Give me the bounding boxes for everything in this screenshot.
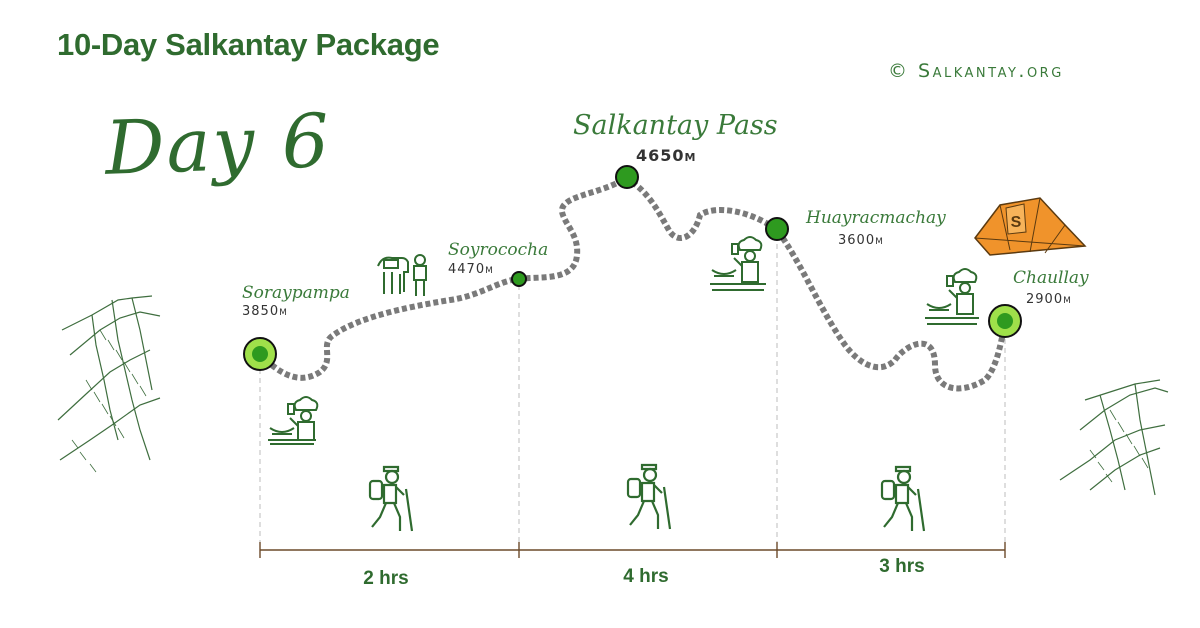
- chef-icon-chaullay: [925, 268, 979, 325]
- waypoint-label-huayracmachay: Huayracmachay: [806, 208, 946, 228]
- time-axis: [259, 542, 1006, 558]
- page-title: 10-Day Salkantay Package: [57, 27, 440, 62]
- trail-path: [257, 174, 1008, 392]
- hiker-icon-1: [368, 465, 414, 532]
- waypoint-elevation-salkantay-pass: 4650m: [636, 146, 697, 165]
- salkantay-logo-icon: S: [974, 197, 1087, 256]
- waypoint-label-soyrococha: Soyrococha: [448, 240, 549, 260]
- logo-letter: S: [1011, 214, 1022, 231]
- waypoint-elevation-huayracmachay: 3600m: [838, 233, 884, 248]
- waypoint-node-chaullay: [988, 304, 1022, 338]
- waypoint-node-huayracmachay: [765, 217, 789, 241]
- waypoint-elevation-soyrococha: 4470m: [448, 262, 494, 277]
- waypoint-node-soyrococha: [511, 271, 527, 287]
- segment-duration-3: 3 hrs: [879, 556, 925, 577]
- waypoint-label-chaullay: Chaullay: [1013, 268, 1089, 288]
- hiker-icon-2: [626, 463, 672, 530]
- waypoint-label-salkantay-pass: Salkantay Pass: [573, 110, 778, 141]
- waypoint-elevation-chaullay: 2900m: [1026, 292, 1072, 307]
- mountain-sketch-icon-right: [1059, 379, 1169, 496]
- segment-duration-2: 4 hrs: [623, 566, 669, 587]
- segment-duration-1: 2 hrs: [363, 568, 409, 589]
- segment-guides: [259, 235, 1006, 545]
- waypoint-label-soraypampa: Soraypampa: [242, 283, 350, 303]
- horse-muleteer-icon: [377, 254, 427, 296]
- mountain-sketch-icon-left: [57, 295, 161, 473]
- waypoint-node-soraypampa: [243, 337, 277, 371]
- hiker-icon-3: [880, 465, 926, 532]
- camp-cook-icon: [710, 236, 766, 291]
- waypoint-node-salkantay-pass: [615, 165, 639, 189]
- chef-icon: [268, 396, 319, 445]
- waypoint-elevation-soraypampa: 3850m: [242, 304, 288, 319]
- copyright-notice: © Salkantay.org: [888, 60, 1064, 82]
